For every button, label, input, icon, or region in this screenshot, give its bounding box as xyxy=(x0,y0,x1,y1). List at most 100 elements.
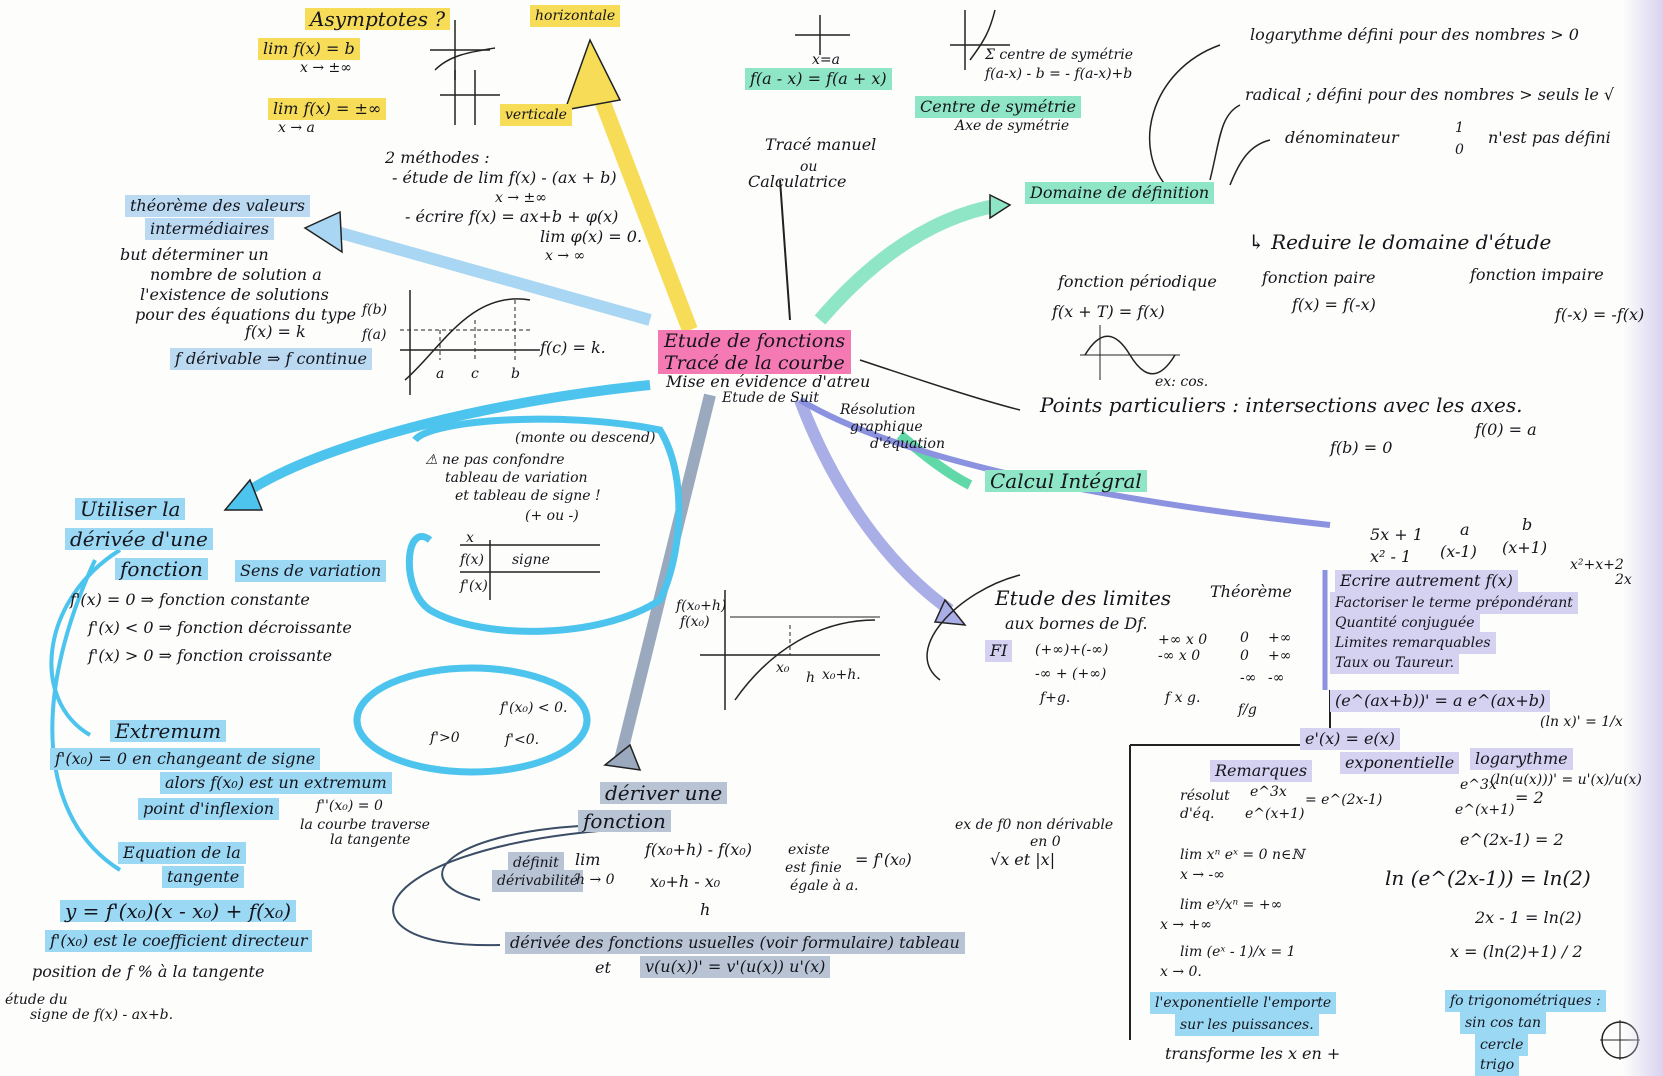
line-denom xyxy=(1229,139,1271,186)
arrowhead-asymptotes xyxy=(563,38,622,111)
domaine-title: Domaine de définition xyxy=(1025,182,1215,204)
resolution2: graphique xyxy=(850,419,923,435)
limites-extra: x²+x+2 xyxy=(1570,557,1624,573)
trace-l1: Tracé manuel xyxy=(765,135,877,154)
limites-frac1: 5x + 1 xyxy=(1370,525,1423,544)
line-rad xyxy=(1209,104,1241,181)
symmetry-xa: x=a xyxy=(812,52,840,68)
symmetry-centre1: Σ centre de symétrie xyxy=(985,47,1133,63)
methods-title: 2 méthodes : xyxy=(385,148,490,167)
limites-q3: +∞ xyxy=(1268,630,1292,646)
asymptote-sketches xyxy=(430,20,500,125)
deriver-lim: lim xyxy=(575,850,601,869)
table-x: x xyxy=(466,530,474,546)
trigo1: fo trigonométriques : xyxy=(1445,990,1606,1012)
symmetry-eq1: f(a - x) = f(a + x) xyxy=(745,68,892,90)
domaine-impaire: fonction impaire xyxy=(1470,265,1604,284)
limites-frac2: a xyxy=(1460,520,1470,539)
warn3: tableau de variation xyxy=(445,470,588,486)
tvi-body3: l'existence de solutions xyxy=(140,285,329,304)
trigo4: trigo xyxy=(1475,1054,1520,1076)
limites-fi: FI xyxy=(985,640,1013,662)
nonderiv2: en 0 xyxy=(1030,834,1061,850)
points-eq1: f(b) = 0 xyxy=(1330,438,1393,457)
deriver-exists3: égale à a. xyxy=(790,878,859,894)
limites-prod2: -∞ x 0 xyxy=(1158,648,1201,664)
asymptote-lim2: lim f(x) = ±∞ xyxy=(268,98,387,120)
asymptote-vertical-label: verticale xyxy=(500,104,572,126)
tvi-body6: f dérivable ⇒ f continue xyxy=(170,348,372,370)
method2-sub: x → ∞ xyxy=(545,248,586,264)
tvi-axis-b: b xyxy=(511,366,520,382)
symmetry-label1: Centre de symétrie xyxy=(915,96,1081,118)
deriver-num: f(x₀+h) - f(x₀) xyxy=(645,840,752,859)
line-trace xyxy=(779,179,791,321)
limites-prod3: f x g. xyxy=(1165,690,1201,706)
resolut2: d'éq. xyxy=(1180,806,1215,822)
limites-title2: aux bornes de Df. xyxy=(1005,614,1148,633)
tvi-title1: théorème des valeurs xyxy=(125,195,311,217)
center-title: Etude de fonctions xyxy=(658,330,852,352)
symmetry-centre2: f(a-x) - b = - f(a-x)+b xyxy=(985,66,1133,82)
lim3: lim (eˣ - 1)/x = 1 xyxy=(1180,944,1296,960)
position2: étude du xyxy=(5,992,68,1008)
limites-m5: Taux ou Taureur. xyxy=(1330,652,1460,674)
domaine-rad: radical ; défini pour des nombres > seul… xyxy=(1245,85,1615,104)
deriver-def2: dérivabilité xyxy=(492,870,583,892)
asymptote-lim1: lim f(x) = b xyxy=(258,38,360,60)
deriver-den2: h xyxy=(700,900,711,919)
arrowhead-deriver xyxy=(603,743,642,771)
deriver-result: = f'(x₀) xyxy=(855,850,912,869)
expo-e2: e'(x) = e(x) xyxy=(1300,728,1400,750)
line-log xyxy=(1148,44,1221,191)
asymptote-lim1-sub: x → ±∞ xyxy=(300,60,352,76)
limites-fi1: (+∞)+(-∞) xyxy=(1035,642,1109,658)
symmetry-label2: Axe de symétrie xyxy=(955,118,1070,134)
line-def xyxy=(441,824,601,901)
warning-circle xyxy=(405,415,683,635)
limites-frac2-den: (x-1) xyxy=(1440,542,1477,561)
graph-y: f(x₀+h) xyxy=(676,598,727,614)
domaine-impaire-eq: f(-x) = -f(x) xyxy=(1555,305,1645,324)
arrowhead-tvi xyxy=(303,210,343,254)
tvi-axis-a: a xyxy=(436,366,445,382)
position3: signe de f(x) - ax+b. xyxy=(30,1007,174,1023)
transforme: transforme les x en + xyxy=(1165,1044,1341,1063)
domaine-excos: ex: cos. xyxy=(1155,374,1209,390)
domaine-reduire: ↳ Reduire le domaine d'étude xyxy=(1248,230,1552,254)
table-fpx: f'(x) xyxy=(460,578,488,594)
center-line1: Mise en évidence d'atreu xyxy=(666,372,871,391)
derivee-title3: fonction xyxy=(115,558,208,580)
limites-q6: -∞ xyxy=(1268,670,1285,686)
trigo3: cercle xyxy=(1475,1034,1529,1056)
domaine-frac-num: 1 xyxy=(1455,120,1464,136)
resolution3: d'équation xyxy=(870,436,945,452)
arrow-derivee xyxy=(247,380,651,495)
tvi-fc: f(c) = k. xyxy=(540,338,606,357)
lim1-sub: x → -∞ xyxy=(1180,867,1225,883)
graph-x0: x₀ xyxy=(776,660,790,676)
fp-neg: f'(x₀) < 0. xyxy=(500,700,568,716)
r2-den: e^(x+1) xyxy=(1455,802,1515,818)
derivee-r2: f'(x) < 0 ⇒ fonction décroissante xyxy=(88,618,352,637)
method2-b: lim φ(x) = 0. xyxy=(540,227,643,246)
lim2: lim eˣ/xⁿ = +∞ xyxy=(1180,897,1283,913)
arrowhead-derivee xyxy=(223,478,264,511)
tvi-fa: f(a) xyxy=(362,327,387,343)
limites-q1: 0 xyxy=(1240,630,1249,646)
domaine-frac-den: 0 xyxy=(1455,142,1464,158)
nonderiv1: ex de f0 non dérivable xyxy=(955,817,1114,833)
limites-q2: 0 xyxy=(1240,648,1249,664)
arrow-domaine xyxy=(814,198,1002,325)
tvi-axis-c: c xyxy=(471,366,479,382)
emporte1: l'exponentielle l'emporte xyxy=(1150,992,1337,1014)
domaine-denom-tail: n'est pas défini xyxy=(1488,128,1611,147)
derivee-title1: Utiliser la xyxy=(75,498,186,520)
deriver-title2: fonction xyxy=(578,810,671,832)
limites-m1: Ecrire autrement f(x) xyxy=(1335,570,1518,592)
limites-m3: Quantité conjuguée xyxy=(1330,612,1480,634)
line-extremum xyxy=(49,548,122,737)
limites-title1: Etude des limites xyxy=(995,586,1172,610)
limites-frac3: b xyxy=(1522,515,1533,534)
